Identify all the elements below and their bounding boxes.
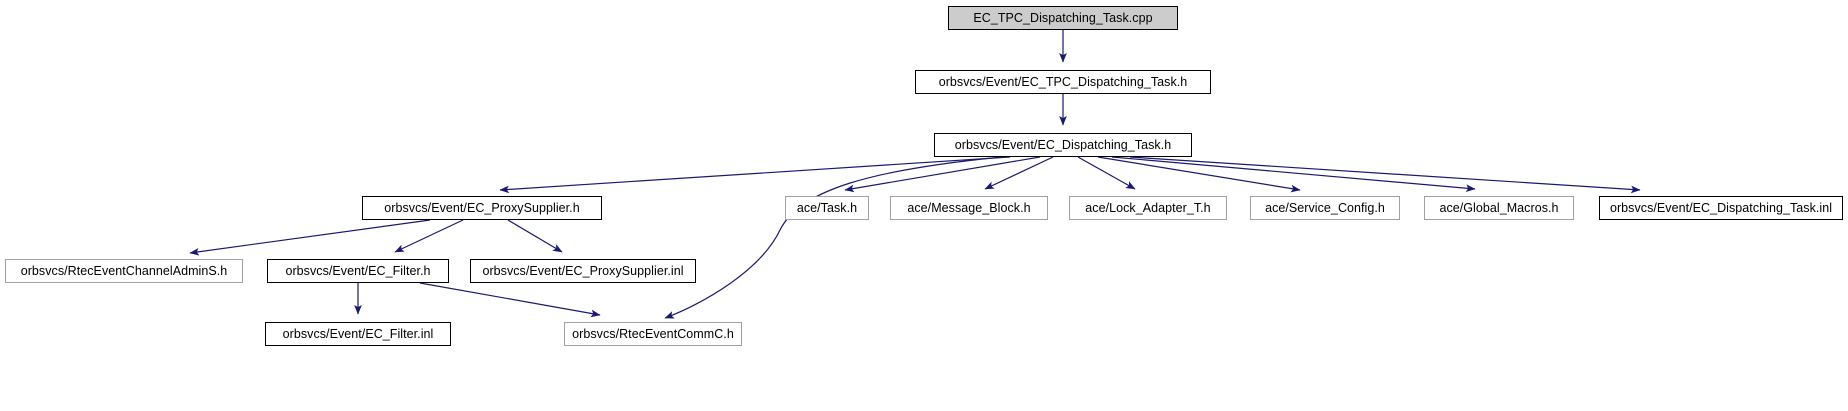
graph-node-n12[interactable]: orbsvcs/Event/EC_ProxySupplier.inl — [470, 259, 696, 283]
graph-node-n13[interactable]: orbsvcs/Event/EC_Filter.inl — [265, 322, 451, 346]
graph-edge — [507, 219, 563, 253]
graph-edge — [1111, 156, 1476, 193]
edge-group — [189, 30, 1641, 319]
graph-node-n14[interactable]: orbsvcs/RtecEventCommC.h — [564, 322, 742, 346]
graph-node-n2[interactable]: orbsvcs/Event/EC_Dispatching_Task.h — [934, 133, 1192, 157]
graph-node-n11[interactable]: orbsvcs/Event/EC_Filter.h — [267, 259, 449, 283]
graph-edge — [1077, 156, 1136, 190]
graph-node-n5[interactable]: ace/Message_Block.h — [890, 196, 1048, 220]
graph-edge — [844, 156, 1041, 193]
graph-edge — [664, 156, 1003, 319]
graph-edge — [1129, 156, 1641, 194]
graph-node-n9[interactable]: orbsvcs/Event/EC_Dispatching_Task.inl — [1599, 196, 1843, 220]
graph-node-n4[interactable]: ace/Task.h — [785, 196, 869, 220]
graph-node-n6[interactable]: ace/Lock_Adapter_T.h — [1069, 196, 1227, 220]
graph-node-n3[interactable]: orbsvcs/Event/EC_ProxySupplier.h — [362, 196, 602, 220]
graph-edge — [499, 156, 1011, 194]
graph-node-n10[interactable]: orbsvcs/RtecEventChannelAdminS.h — [5, 259, 243, 283]
graph-node-n0[interactable]: EC_TPC_Dispatching_Task.cpp — [948, 6, 1178, 30]
graph-edge — [419, 282, 601, 318]
graph-edge — [394, 219, 464, 253]
graph-node-n8[interactable]: ace/Global_Macros.h — [1424, 196, 1574, 220]
graph-node-n1[interactable]: orbsvcs/Event/EC_TPC_Dispatching_Task.h — [915, 70, 1211, 94]
graph-edge — [1097, 156, 1301, 193]
graph-edge — [189, 219, 431, 256]
graph-node-n7[interactable]: ace/Service_Config.h — [1250, 196, 1400, 220]
graph-edge — [984, 156, 1054, 190]
